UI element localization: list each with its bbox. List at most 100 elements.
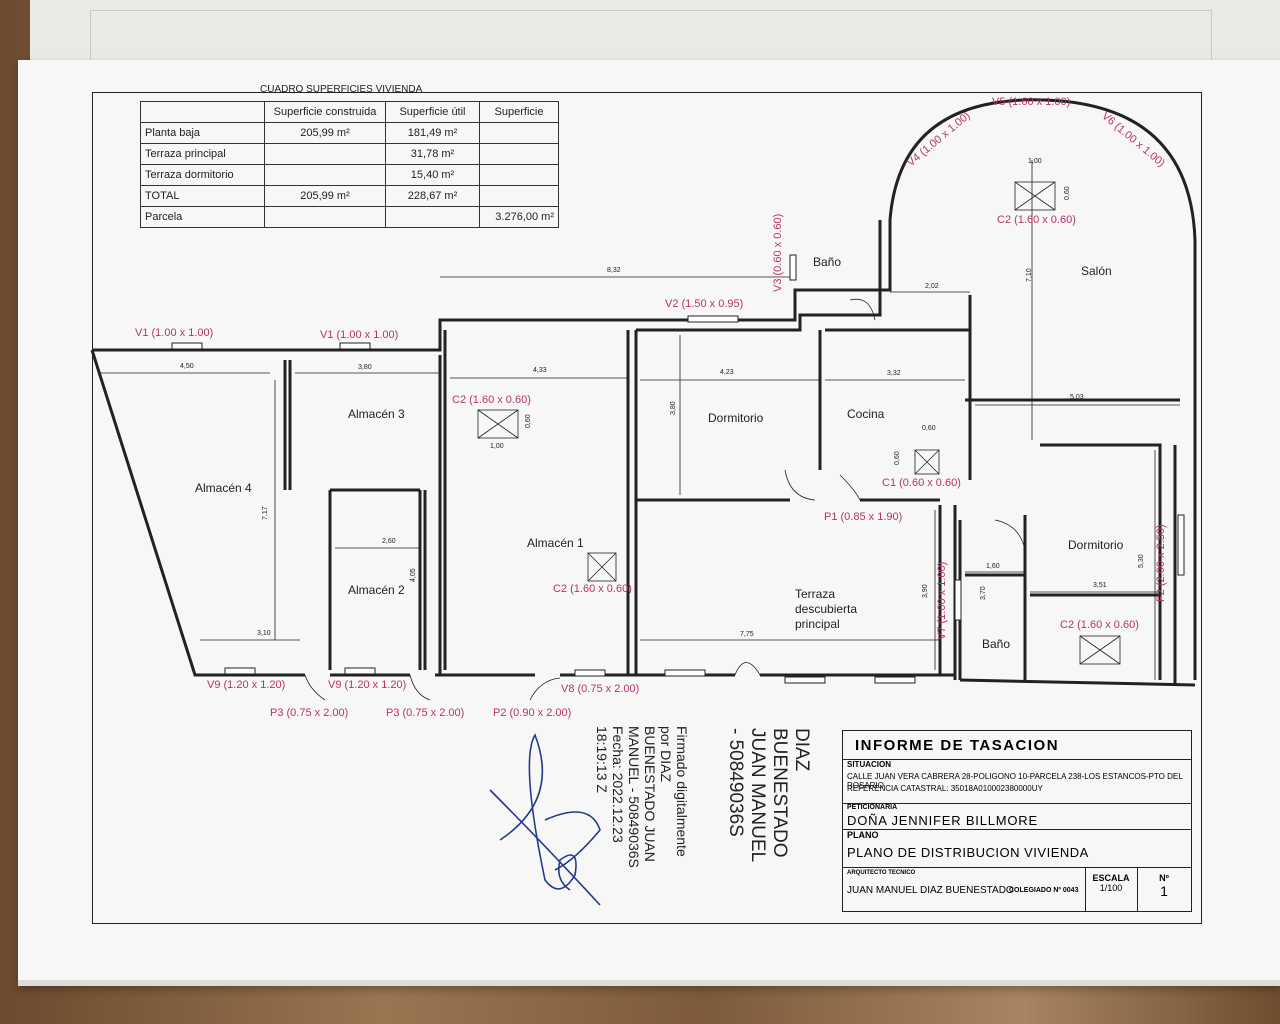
room-label: Almacén 4 [195, 481, 252, 495]
signature-line: MANUEL - 50849036S [626, 726, 642, 868]
opening-label: C2 (1.60 x 0.60) [452, 394, 531, 406]
signature-line: - 50849036S [725, 728, 746, 837]
table-cell: 3.276,00 m² [479, 206, 559, 228]
dimension-label: 4,05 [410, 568, 417, 582]
table-cell: 205,99 m² [264, 185, 386, 207]
dimension-label: 2,60 [382, 538, 396, 545]
table-cell [264, 206, 386, 228]
room-label: Cocina [847, 407, 885, 421]
opening-label: V9 (1.20 x 1.20) [207, 679, 286, 691]
dimension-label: 3,80 [358, 364, 372, 371]
dimension-label: 0,60 [922, 425, 936, 432]
dimension-label: 1,60 [986, 563, 1000, 570]
opening-label: C2 (1.60 x 0.60) [553, 583, 632, 595]
table-cell: Planta baja [140, 122, 265, 144]
room-label: Terraza descubierta principal [795, 587, 858, 631]
table-cell: 181,49 m² [385, 122, 480, 144]
opening-label: V1 (1.00 x 1.00) [320, 329, 399, 341]
title-block-numero: Nº 1 [1137, 867, 1191, 911]
drawing-frame [92, 92, 1202, 924]
situacion-label: SITUACION [847, 760, 891, 769]
dimension-label: 7,10 [1026, 268, 1033, 282]
opening-label: P2 (0.90 x 2.00) [493, 707, 572, 719]
table-row: Terraza principal 31,78 m² [140, 143, 559, 165]
dimension-label: 0,60 [894, 451, 901, 465]
table-cell: Superficie [479, 101, 559, 123]
title-block-peticionaria: PETICIONARIA DOÑA JENNIFER BILLMORE [843, 803, 1191, 830]
opening-label: P3 (0.75 x 2.00) [386, 707, 465, 719]
table-cell: Terraza dormitorio [140, 164, 265, 186]
dimension-label: 4,23 [720, 369, 734, 376]
table-cell: TOTAL [140, 185, 265, 207]
dimension-label: 2,02 [925, 283, 939, 290]
report-title: INFORME DE TASACION [855, 737, 1060, 754]
opening-label: P1 (0.85 x 1.90) [824, 511, 903, 523]
table-cell [264, 143, 386, 165]
colegiado-number: COLEGIADO Nº 0043 [1009, 887, 1079, 894]
dimension-label: 5,03 [1070, 394, 1084, 401]
wall-outer-left [92, 220, 892, 352]
opening-label: V3 (0.60 x 0.60) [772, 213, 784, 292]
plano-title: PLANO DE DISTRIBUCION VIVIENDA [847, 845, 1089, 860]
table-title: CUADRO SUPERFICIES VIVIENDA [260, 84, 423, 95]
dimension-label: 1,00 [1028, 158, 1042, 165]
room-label: Almacén 2 [348, 583, 405, 597]
table-cell: 205,99 m² [264, 122, 386, 144]
signature-line: DIAZ [791, 728, 812, 772]
wall-almacen1 [626, 330, 638, 675]
escala-label: ESCALA [1092, 873, 1130, 883]
table-cell: Superficie útil [385, 101, 480, 123]
wall-bottom-right [959, 573, 1196, 687]
table-cell: Parcela [140, 206, 265, 228]
table-cell: 15,40 m² [385, 164, 480, 186]
plano-label: PLANO [847, 830, 879, 840]
table-cell: 228,67 m² [385, 185, 480, 207]
opening-label: C2 (1.60 x 0.60) [997, 214, 1076, 226]
dimension-label: 3,32 [887, 370, 901, 377]
room-label: Baño [982, 637, 1011, 651]
arquitecto-name: JUAN MANUEL DIAZ BUENESTADO [847, 885, 1014, 896]
peticionaria-name: DOÑA JENNIFER BILLMORE [847, 813, 1038, 828]
numero-value: 1 [1160, 883, 1168, 899]
room-label: Salón [1081, 264, 1112, 278]
table-cell [385, 206, 480, 228]
table-row: TOTAL 205,99 m² 228,67 m² [140, 185, 559, 207]
title-block-situacion: SITUACION CALLE JUAN VERA CABRERA 28-POL… [843, 759, 1191, 804]
dimension-label: 0,60 [525, 414, 532, 428]
opening-label: P3 (0.75 x 2.00) [270, 707, 349, 719]
title-block-plano: PLANO PLANO DE DISTRIBUCION VIVIENDA [843, 829, 1191, 868]
dimension-label: 5,30 [1138, 554, 1145, 568]
title-block-arquitecto: ARQUITECTO TECNICO JUAN MANUEL DIAZ BUEN… [843, 867, 1086, 911]
table-cell [479, 185, 559, 207]
wall-almacen3 [283, 360, 292, 490]
wall-salon-curve [888, 98, 1197, 680]
dimension-label: 3,80 [670, 401, 677, 415]
room-label: Almacén 1 [527, 536, 584, 550]
signature-line: Fecha: 2022.12.23 [610, 726, 626, 843]
table-cell: Terraza principal [140, 143, 265, 165]
dimension-label: 3,90 [922, 584, 929, 598]
signature-line: por DIAZ [658, 726, 674, 783]
opening-label: V9 (1.20 x 1.20) [328, 679, 407, 691]
opening-label: V5 (1.60 x 1.00) [992, 96, 1071, 108]
title-block-header: INFORME DE TASACION [843, 731, 1191, 760]
table-cell: 31,78 m² [385, 143, 480, 165]
opening-label: F2 (2.00 x 2.50) [1155, 524, 1167, 602]
table-cell: Superficie construida [264, 101, 386, 123]
table-cell [479, 143, 559, 165]
wall-salon [965, 295, 1180, 402]
dimension-label: 7,17 [262, 506, 269, 520]
wall-almacen2 [328, 488, 427, 670]
peticionaria-label: PETICIONARIA [847, 804, 898, 811]
title-block: INFORME DE TASACION SITUACION CALLE JUAN… [842, 730, 1192, 912]
signature-line: BUENESTADO JUAN [642, 726, 658, 862]
dimension-label: 3,10 [257, 630, 271, 637]
dimension-label: 4,33 [533, 367, 547, 374]
signature-line: Firmado digitalmente [674, 726, 690, 857]
table-cell [140, 101, 265, 123]
dimension-label: 4,50 [180, 363, 194, 370]
table-row: Parcela 3.276,00 m² [140, 206, 559, 228]
opening-label: V1 (1.00 x 1.00) [135, 327, 214, 339]
numero-label: Nº [1159, 873, 1169, 883]
